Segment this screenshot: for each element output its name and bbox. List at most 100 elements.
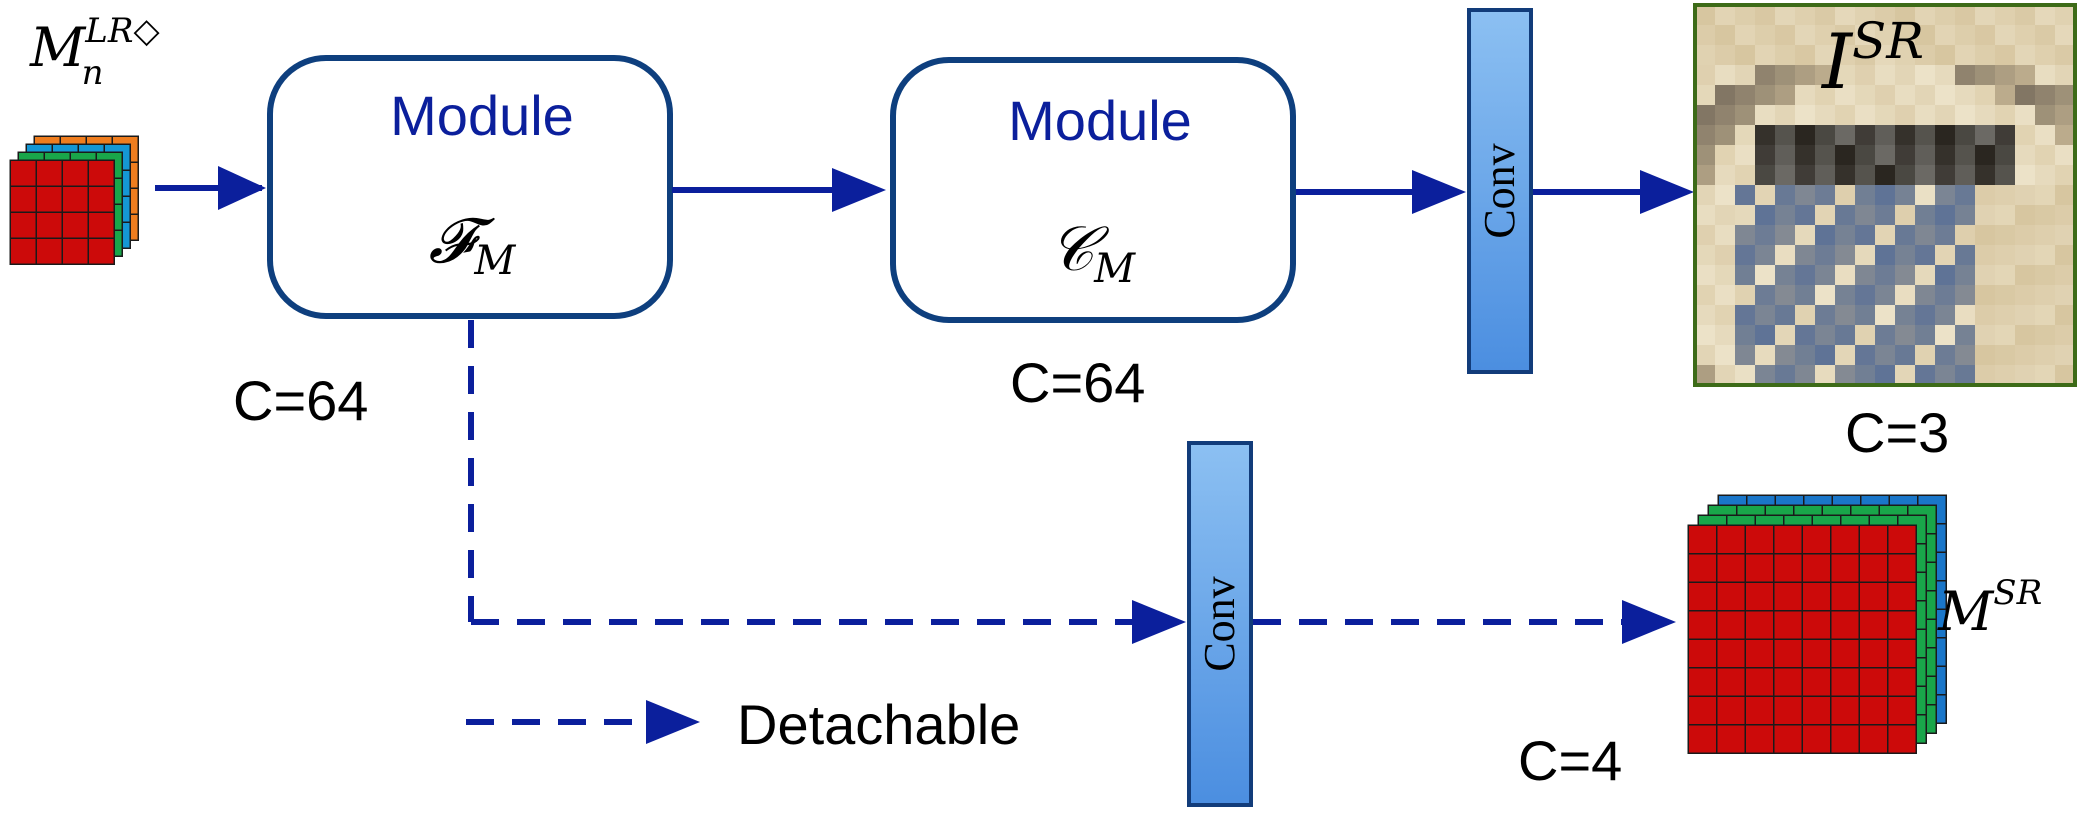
image-pixel (2035, 325, 2056, 346)
image-pixel (1755, 25, 1776, 46)
image-pixel (1915, 25, 1936, 46)
arrowhead-to-conv-bottom (1132, 600, 1186, 644)
image-pixel (1875, 305, 1896, 326)
image-pixel (1795, 285, 1816, 306)
image-pixel (1815, 45, 1836, 66)
image-pixel (1975, 85, 1996, 106)
image-pixel (1915, 285, 1936, 306)
image-pixel (1775, 125, 1796, 146)
image-pixel (1835, 365, 1856, 385)
image-pixel (2035, 285, 2056, 306)
image-pixel (2035, 245, 2056, 266)
stack-cell (9, 237, 37, 265)
image-pixel (1795, 5, 1816, 26)
image-pixel (1955, 185, 1976, 206)
stack-cell (1801, 581, 1832, 612)
image-pixel (1835, 45, 1856, 66)
image-pixel (1735, 285, 1756, 306)
stack-cell (1858, 695, 1889, 726)
image-pixel (1955, 205, 1976, 226)
image-pixel (1815, 5, 1836, 26)
image-pixel (1935, 105, 1956, 126)
image-pixel (1735, 45, 1756, 66)
image-pixel (2015, 65, 2036, 86)
image-pixel (2035, 105, 2056, 126)
image-pixel (1875, 125, 1896, 146)
image-pixel (1915, 325, 1936, 346)
stack-cell (1858, 581, 1889, 612)
image-pixel (1735, 365, 1756, 385)
image-pixel (1855, 345, 1876, 366)
image-pixel (1855, 85, 1876, 106)
image-pixel (1875, 65, 1896, 86)
image-pixel (1775, 65, 1796, 86)
image-pixel (2015, 5, 2036, 26)
image-pixel (1895, 345, 1916, 366)
image-pixel (1995, 365, 2016, 385)
image-pixel (1915, 105, 1936, 126)
arrowhead-conv-to-image (1640, 170, 1694, 214)
image-pixel (1695, 225, 1716, 246)
image-pixel (1695, 65, 1716, 86)
image-pixel (1735, 325, 1756, 346)
image-pixel (1875, 365, 1896, 385)
image-pixel (1975, 225, 1996, 246)
image-pixel (1875, 345, 1896, 366)
legend: Detachable (466, 693, 1020, 756)
image-pixel (1775, 305, 1796, 326)
image-pixel (1915, 145, 1936, 166)
image-pixel (1775, 225, 1796, 246)
image-pixel (1755, 45, 1776, 66)
image-pixel (1755, 205, 1776, 226)
image-pixel (1955, 145, 1976, 166)
image-pixel (1915, 225, 1936, 246)
image-pixel (1795, 45, 1816, 66)
image-pixel (1835, 245, 1856, 266)
image-pixel (1775, 245, 1796, 266)
image-pixel (1935, 145, 1956, 166)
image-pixel (1715, 225, 1736, 246)
image-pixel (1835, 105, 1856, 126)
output-image-pixels (1695, 5, 2075, 385)
image-pixel (1955, 5, 1976, 26)
image-pixel (2035, 5, 2056, 26)
image-pixel (1895, 125, 1916, 146)
image-pixel (1935, 365, 1956, 385)
conv-bottom-label: Conv (1195, 576, 1244, 671)
image-pixel (1875, 85, 1896, 106)
image-pixel (1935, 205, 1956, 226)
image-pixel (1835, 185, 1856, 206)
image-pixel (1935, 185, 1956, 206)
stack-cell (1886, 695, 1917, 726)
image-pixel (1695, 245, 1716, 266)
image-pixel (2055, 65, 2075, 86)
image-pixel (1915, 205, 1936, 226)
stack-cell (1744, 638, 1775, 669)
image-pixel (1755, 105, 1776, 126)
module-f-block: Module 𝓕M (267, 55, 673, 319)
image-pixel (1875, 165, 1896, 186)
image-pixel (1915, 45, 1936, 66)
stack-cell (1715, 666, 1746, 697)
stack-cell (1801, 723, 1832, 754)
image-pixel (2015, 145, 2036, 166)
image-pixel (1875, 245, 1896, 266)
stack-cell (1772, 723, 1803, 754)
image-pixel (1815, 205, 1836, 226)
image-pixel (2055, 25, 2075, 46)
image-pixel (1995, 165, 2016, 186)
stack-cell (1715, 723, 1746, 754)
image-pixel (1955, 365, 1976, 385)
image-pixel (1995, 185, 2016, 206)
image-pixel (1935, 245, 1956, 266)
image-pixel (1775, 345, 1796, 366)
image-pixel (1895, 305, 1916, 326)
stack-cell (1687, 552, 1718, 583)
stack-cell (1715, 609, 1746, 640)
stack-cell (1886, 638, 1917, 669)
stack-cell (35, 185, 63, 213)
image-pixel (1975, 265, 1996, 286)
image-pixel (2055, 105, 2075, 126)
image-pixel (1955, 345, 1976, 366)
stack-cell (1829, 524, 1860, 555)
